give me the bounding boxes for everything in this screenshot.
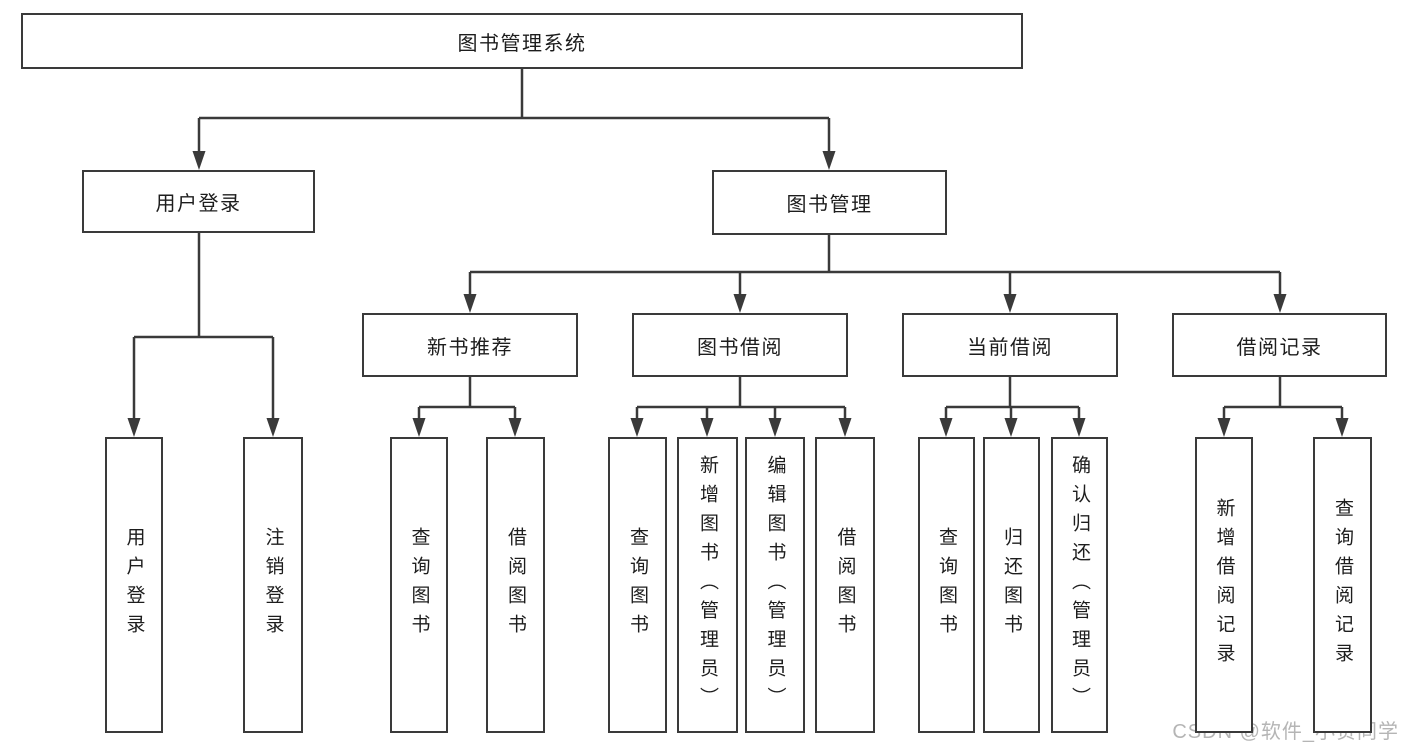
node-new-book-recommend: 新书推荐 — [362, 313, 578, 377]
node-edit-books-admin: 编辑图书（管理员） — [745, 437, 805, 733]
node-label-book-borrowing: 图书借阅 — [697, 336, 783, 359]
node-logout: 注销登录 — [243, 437, 303, 733]
arrowhead-icon — [127, 418, 141, 437]
node-current-borrowing: 当前借阅 — [902, 313, 1118, 377]
node-borrowing-records: 借阅记录 — [1172, 313, 1387, 377]
node-book-borrowing: 图书借阅 — [632, 313, 848, 377]
arrowhead-icon — [1217, 418, 1231, 437]
node-label-logout: 注销登录 — [262, 527, 284, 643]
node-label-query-books-rec: 查询图书 — [408, 527, 430, 643]
arrowhead-icon — [700, 418, 714, 437]
arrowhead-icon — [1003, 294, 1017, 313]
arrowhead-icon — [733, 294, 747, 313]
node-query-borrow-record: 查询借阅记录 — [1313, 437, 1372, 733]
node-label-current-borrowing: 当前借阅 — [967, 336, 1053, 359]
node-confirm-return-admin: 确认归还（管理员） — [1051, 437, 1108, 733]
node-label-user-login-module: 用户登录 — [155, 193, 242, 215]
node-label-query-books-borrow: 查询图书 — [627, 527, 648, 643]
arrowhead-icon — [192, 151, 206, 170]
arrowhead-icon — [412, 418, 426, 437]
node-query-books-borrow: 查询图书 — [608, 437, 667, 733]
node-label-book-management: 图书管理 — [786, 194, 873, 216]
node-borrow-books: 借阅图书 — [815, 437, 875, 733]
node-label-edit-books-admin: 编辑图书（管理员） — [764, 454, 786, 716]
node-label-borrow-books: 借阅图书 — [834, 527, 856, 643]
node-user-login: 用户登录 — [105, 437, 163, 733]
arrowhead-icon — [1072, 418, 1086, 437]
node-label-borrowing-records: 借阅记录 — [1236, 336, 1323, 359]
node-label-user-login: 用户登录 — [123, 527, 145, 643]
arrowhead-icon — [939, 418, 953, 437]
arrowhead-icon — [768, 418, 782, 437]
node-label-confirm-return-admin: 确认归还（管理员） — [1069, 454, 1090, 716]
node-label-query-books-current: 查询图书 — [936, 527, 957, 643]
node-label-add-books-admin: 新增图书（管理员） — [697, 454, 718, 716]
node-label-add-borrow-record: 新增借阅记录 — [1213, 498, 1235, 672]
arrowhead-icon — [822, 151, 836, 170]
arrowhead-icon — [1335, 418, 1349, 437]
arrowhead-icon — [838, 418, 852, 437]
arrowhead-icon — [463, 294, 477, 313]
node-return-books: 归还图书 — [983, 437, 1040, 733]
node-add-books-admin: 新增图书（管理员） — [677, 437, 738, 733]
arrowhead-icon — [508, 418, 522, 437]
node-add-borrow-record: 新增借阅记录 — [1195, 437, 1253, 733]
node-borrow-books-rec: 借阅图书 — [486, 437, 545, 733]
arrowhead-icon — [630, 418, 644, 437]
node-label-borrow-books-rec: 借阅图书 — [505, 527, 526, 643]
node-label-root-system: 图书管理系统 — [457, 32, 587, 55]
arrowhead-icon — [266, 418, 280, 437]
node-root-system: 图书管理系统 — [21, 13, 1023, 69]
arrowhead-icon — [1004, 418, 1018, 437]
node-user-login-module: 用户登录 — [82, 170, 315, 233]
node-query-books-rec: 查询图书 — [390, 437, 448, 733]
node-label-return-books: 归还图书 — [1001, 527, 1022, 643]
node-label-query-borrow-record: 查询借阅记录 — [1332, 498, 1353, 672]
arrowhead-icon — [1273, 294, 1287, 313]
node-label-new-book-recommend: 新书推荐 — [427, 336, 513, 359]
node-query-books-current: 查询图书 — [918, 437, 975, 733]
node-book-management: 图书管理 — [712, 170, 947, 235]
